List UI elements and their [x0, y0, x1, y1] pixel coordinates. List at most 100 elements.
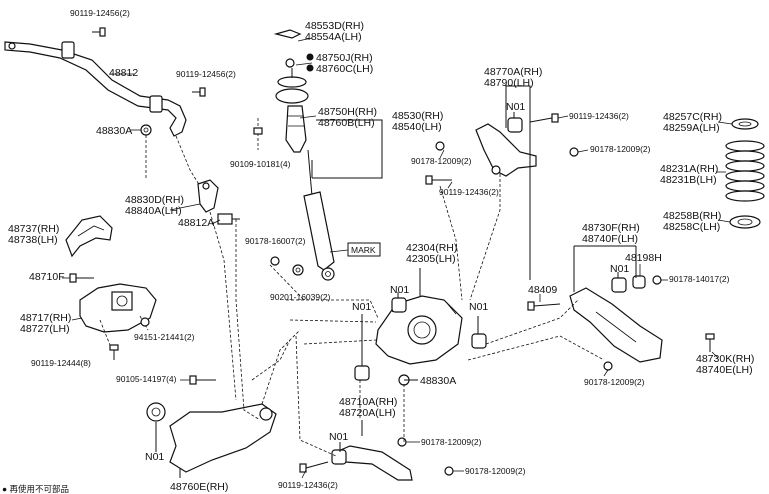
label-48740F: 48740F(LH) [582, 233, 638, 245]
nut-90178-14017 [652, 275, 662, 285]
label-42305: 42305(LH) [406, 253, 456, 265]
bushing-hub-left [354, 365, 370, 381]
label-48760B: 48760B(LH) [318, 117, 375, 129]
spring-seat-48258B [729, 215, 761, 229]
bolt-90119-12456-top [92, 27, 106, 37]
nut-94151-21441 [140, 317, 150, 327]
label-90119-12456-top: 90119-12456(2) [70, 8, 130, 18]
label-48830A-left: 48830A [96, 125, 132, 137]
label-48231A: 48231A(RH) [660, 163, 718, 175]
bolt-90119-12444 [109, 344, 119, 360]
label-90178-12009-c: 90178-12009(2) [584, 377, 645, 387]
bolt-90119-12436-bot [299, 461, 329, 473]
label-90178-12009-b: 90178-12009(2) [590, 144, 651, 154]
label-48812: 48812 [109, 67, 138, 79]
label-90178-12009-d: 90178-12009(2) [421, 437, 482, 447]
label-48830A-hub: 48830A [420, 375, 456, 387]
label-90119-12456-mid: 90119-12456(2) [176, 69, 236, 79]
label-90119-12436-r2: 90119-12436(2) [439, 187, 499, 197]
label-90105-14197: 90105-14197(4) [116, 374, 177, 384]
label-48812A: 48812A [178, 217, 214, 229]
label-n01-hub-mid: N01 [390, 284, 409, 296]
label-48760E: 48760E(RH) [170, 481, 228, 493]
label-n01-hub-left: N01 [352, 301, 371, 313]
leader-lines [62, 37, 733, 479]
knuckle-42304 [375, 295, 463, 365]
label-90178-14017: 90178-14017(2) [669, 274, 730, 284]
label-48717: 48717(RH) [20, 312, 71, 324]
dashed-connections [145, 135, 605, 457]
label-48770A: 48770A(RH) [484, 66, 542, 78]
label-48720A: 48720A(LH) [339, 407, 396, 419]
label-48530: 48530(RH) [392, 110, 443, 122]
non-reusable-bullet-icon [306, 53, 314, 61]
bolt-48710F [69, 273, 94, 283]
nut-90178-12009-a [435, 141, 445, 151]
bushing-48830A-left [140, 124, 152, 136]
label-n01-upper: N01 [506, 101, 525, 113]
nut-90178-12009-e [444, 466, 454, 476]
bushing-hub-mid [391, 297, 407, 313]
spring-seat-48257C [731, 118, 759, 130]
label-90201-16039: 90201-16039(2) [270, 292, 331, 302]
nut-90178-12009-d [397, 437, 407, 447]
stabilizer-bar [4, 41, 187, 137]
label-48730F: 48730F(RH) [582, 222, 640, 234]
bolt-48730K [705, 333, 715, 352]
label-48258B: 48258B(RH) [663, 210, 721, 222]
label-48738: 48738(LH) [8, 234, 58, 246]
bump-stopper-48750H [285, 105, 307, 153]
label-90178-12009-a: 90178-12009(2) [411, 156, 472, 166]
label-48710F: 48710F [29, 271, 65, 283]
label-48730K: 48730K(RH) [696, 353, 754, 365]
nut-48750J [285, 58, 295, 68]
label-94151-21441: 94151-21441(2) [134, 332, 195, 342]
label-48790: 48790(LH) [484, 77, 534, 89]
bolt-90105-14197 [189, 375, 216, 385]
label-48760C: 48760C(LH) [316, 63, 373, 75]
bushing-hub-right [471, 333, 487, 349]
label-n01-hub-right: N01 [469, 301, 488, 313]
label-90178-16007: 90178-16007(2) [245, 236, 306, 246]
label-n01-toe: N01 [329, 431, 348, 443]
label-90119-12444: 90119-12444(8) [31, 358, 91, 368]
label-48409: 48409 [528, 284, 557, 296]
coil-spring-48231A [725, 140, 765, 202]
label-48727: 48727(LH) [20, 323, 70, 335]
label-90178-12009-e: 90178-12009(2) [465, 466, 526, 476]
upper-mount [275, 68, 309, 104]
label-48750H: 48750H(RH) [318, 106, 377, 118]
member-mount-48717 [79, 283, 157, 346]
trailing-arm-48760E [146, 402, 277, 473]
bolt-90109-10181 [253, 118, 263, 150]
mark-label-box [347, 242, 381, 257]
nut-90178-16007 [270, 256, 280, 266]
part-labels: 90119-12456(2) 48812 90119-12456(2) 4883… [2, 8, 754, 494]
nut-90178-12009-c [603, 361, 613, 371]
label-42304: 42304(RH) [406, 242, 457, 254]
label-48740E: 48740E(LH) [696, 364, 753, 376]
label-48259A: 48259A(LH) [663, 122, 720, 134]
label-90119-12436-r1: 90119-12436(2) [569, 111, 629, 121]
label-90119-12436-bot: 90119-12436(2) [278, 480, 338, 490]
shield-48737 [65, 215, 113, 258]
label-48540: 48540(LH) [392, 121, 442, 133]
label-48830D: 48830D(RH) [125, 194, 184, 206]
bolt-90119-12456-mid [192, 87, 206, 97]
shock-absorber-48530 [303, 149, 335, 281]
label-48710A: 48710A(RH) [339, 396, 397, 408]
stabilizer-link-48830D [197, 179, 219, 213]
label-48554A: 48554A(LH) [305, 31, 362, 43]
washer-90201-16039 [292, 264, 304, 276]
bolt-90119-12436-r2 [425, 175, 452, 185]
bracket-48812A [217, 213, 240, 225]
bushing-48198H [632, 275, 646, 289]
label-90109-10181: 90109-10181(4) [230, 159, 291, 169]
label-n01-trailing: N01 [145, 451, 164, 463]
label-48840A: 48840A(LH) [125, 205, 182, 217]
lower-arm-48730F [569, 277, 663, 363]
label-48258C: 48258C(LH) [663, 221, 720, 233]
bolt-48409 [527, 301, 561, 311]
label-mark: MARK [351, 245, 376, 255]
